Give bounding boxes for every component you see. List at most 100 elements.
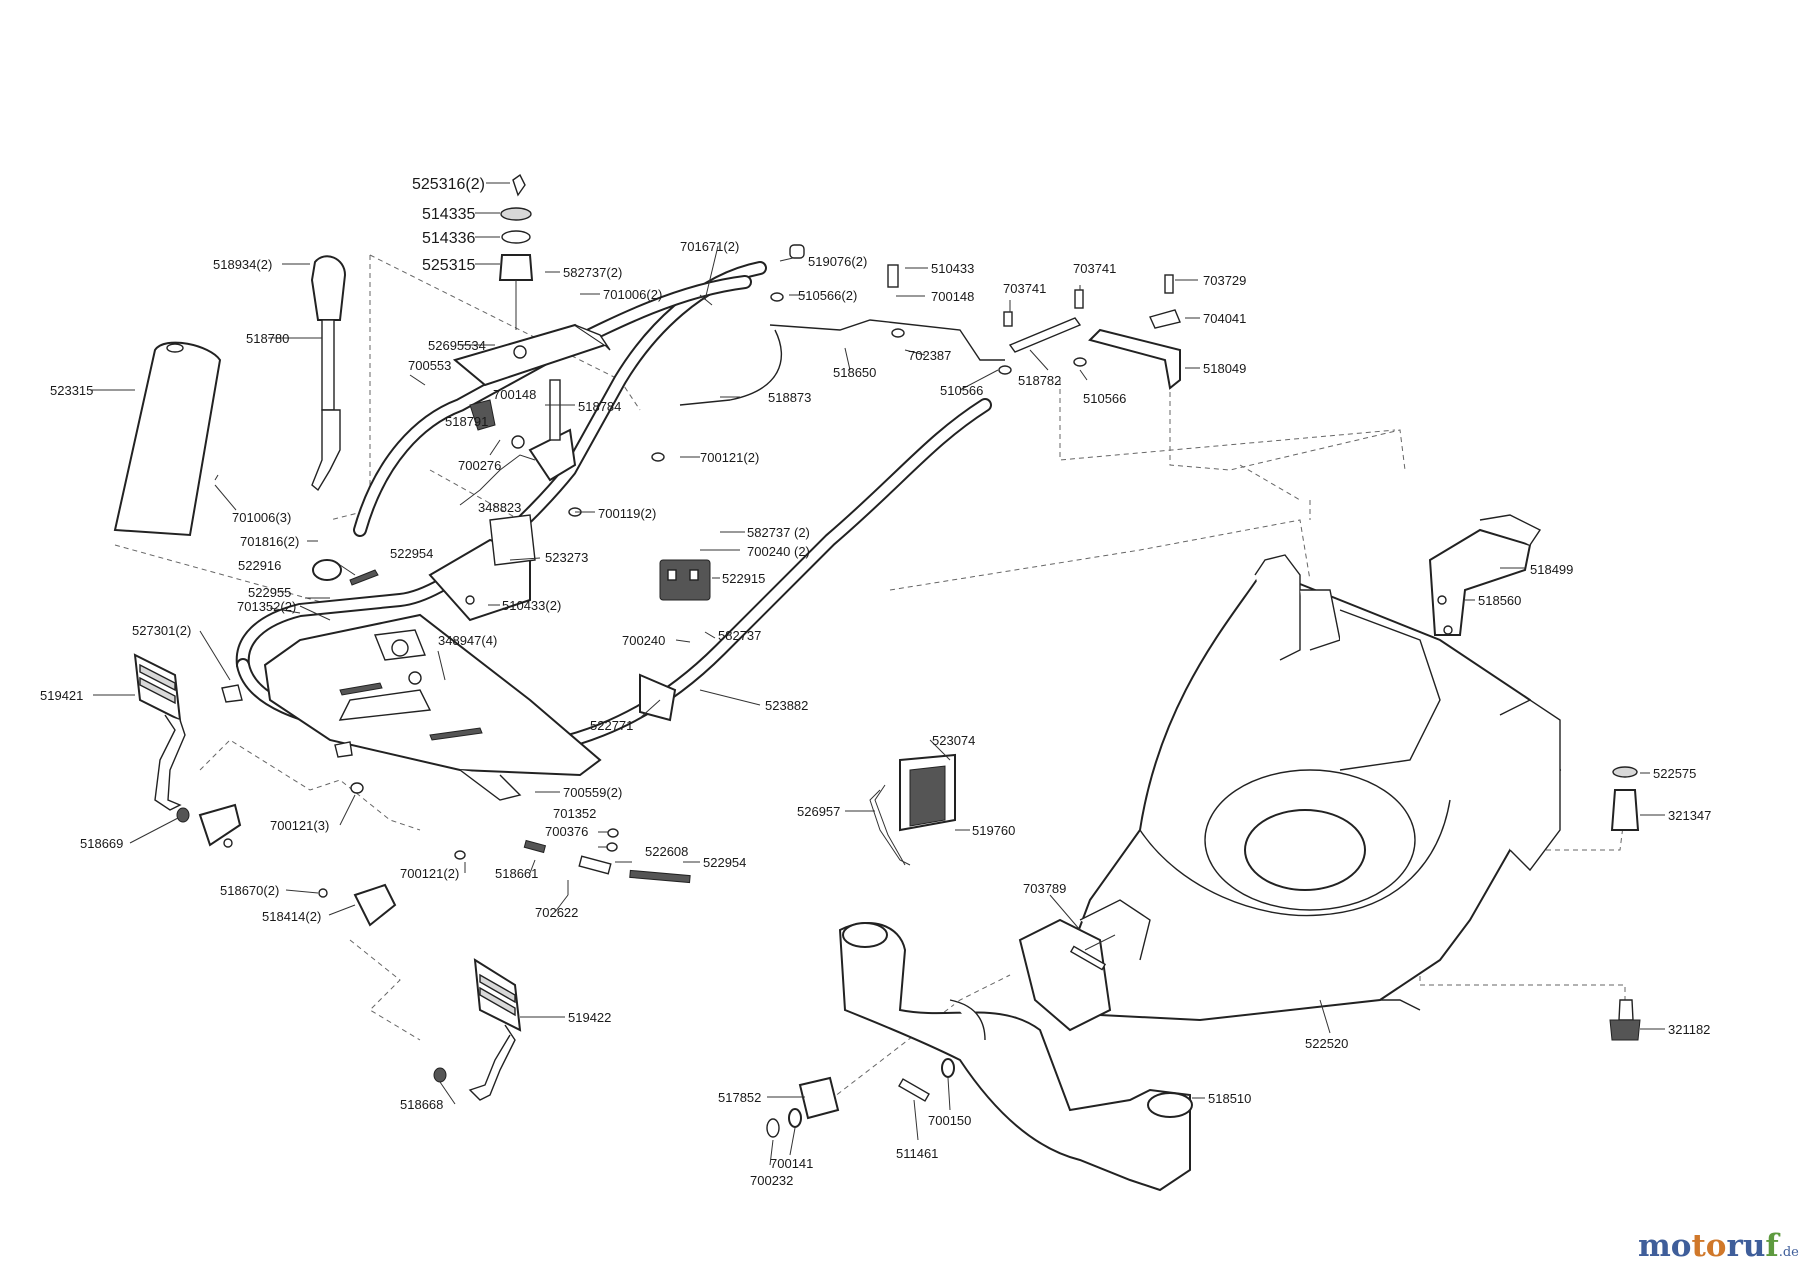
label-510433-2: 510433(2) [502, 598, 561, 613]
part-number-labels: 525316(2) 514335 514336 525315 518934(2)… [40, 176, 1711, 1188]
module-522915 [659, 559, 711, 601]
label-518780: 518780 [246, 331, 289, 346]
label-703741-b: 703741 [1073, 261, 1116, 276]
leader-lines [90, 182, 1665, 1166]
label-700119: 700119(2) [598, 506, 656, 521]
label-518791: 518791 [445, 414, 488, 429]
gear-lever-518780 [310, 255, 347, 492]
label-700232: 700232 [750, 1173, 793, 1188]
label-701816: 701816(2) [240, 534, 299, 549]
label-519076: 519076(2) [808, 254, 867, 269]
springs-pins [350, 782, 691, 895]
label-518499: 518499 [1530, 562, 1573, 577]
label-514336: 514336 [422, 230, 475, 247]
foot-plate [263, 613, 602, 801]
label-510566-b: 510566 [1083, 391, 1126, 406]
label-701671: 701671(2) [680, 239, 739, 254]
brand-logo-part-1: mo [1638, 1228, 1692, 1264]
label-700148-a: 700148 [493, 387, 536, 402]
wheel-bolts [1609, 766, 1641, 1041]
label-522575: 522575 [1653, 766, 1696, 781]
label-518650: 518650 [833, 365, 876, 380]
label-517852: 517852 [718, 1090, 761, 1105]
label-582737-2: 582737(2) [563, 265, 622, 280]
label-518414: 518414(2) [262, 909, 321, 924]
label-701006-2: 701006(2) [603, 287, 662, 302]
brand-logo: motoruf.de [1638, 1228, 1799, 1264]
label-700559: 700559(2) [563, 785, 622, 800]
label-321182: 321182 [1668, 1022, 1710, 1037]
label-704041: 704041 [1203, 311, 1246, 326]
console-bracket-52695534 [452, 323, 611, 506]
label-518784: 518784 [578, 399, 621, 414]
label-522955: 522955 [248, 585, 291, 600]
linkage-rods [568, 244, 1181, 517]
label-526957: 526957 [797, 804, 840, 819]
label-523273: 523273 [545, 550, 588, 565]
label-700121-3: 700121(3) [270, 818, 329, 833]
label-701006-3: 701006(3) [232, 510, 291, 525]
label-700376: 700376 [545, 824, 588, 839]
label-700121-2-a: 700121(2) [700, 450, 759, 465]
bracket-518414 [318, 883, 397, 927]
label-700240-2: 700240 (2) [747, 544, 810, 559]
label-518668: 518668 [400, 1097, 443, 1112]
label-511461: 511461 [896, 1146, 938, 1161]
pedal-519422 [433, 958, 522, 1101]
brand-logo-part-2: to [1691, 1228, 1727, 1264]
label-518873: 518873 [768, 390, 811, 405]
label-510433: 510433 [931, 261, 974, 276]
label-348823: 348823 [478, 500, 521, 515]
bracket-518499 [1428, 514, 1542, 636]
label-700553: 700553 [408, 358, 451, 373]
label-518049: 518049 [1203, 361, 1246, 376]
axle-518510 [838, 921, 1193, 1192]
clip-527301 [221, 684, 353, 758]
label-523074: 523074 [932, 733, 975, 748]
label-519760: 519760 [972, 823, 1015, 838]
label-518670: 518670(2) [220, 883, 279, 898]
label-510566-2: 510566(2) [798, 288, 857, 303]
label-582737: 582737 [718, 628, 761, 643]
label-522771: 522771 [590, 718, 633, 733]
label-522608: 522608 [645, 844, 688, 859]
label-700240: 700240 [622, 633, 665, 648]
label-700141: 700141 [770, 1156, 813, 1171]
label-522520: 522520 [1305, 1036, 1348, 1051]
brand-logo-part-4: f [1765, 1228, 1779, 1264]
label-519422: 519422 [568, 1010, 611, 1025]
brand-logo-tld: .de [1778, 1245, 1799, 1260]
label-525316: 525316(2) [412, 176, 485, 193]
label-522915: 522915 [722, 571, 765, 586]
label-701352-2: 701352(2) [237, 599, 296, 614]
label-700150: 700150 [928, 1113, 971, 1128]
label-527301: 527301(2) [132, 623, 191, 638]
ignition-switch-stack [498, 173, 534, 330]
module-523074 [869, 753, 956, 866]
label-518560: 518560 [1478, 593, 1521, 608]
label-348947: 348947(4) [438, 633, 497, 648]
label-703789: 703789 [1023, 881, 1066, 896]
label-523882: 523882 [765, 698, 808, 713]
label-518669: 518669 [80, 836, 123, 851]
label-522954-b: 522954 [703, 855, 746, 870]
label-52695534: 52695534 [428, 338, 486, 353]
label-525315: 525315 [422, 257, 475, 274]
bracket-522771 [639, 673, 677, 722]
brand-logo-part-3: ru [1726, 1228, 1766, 1264]
label-510566-a: 510566 [940, 383, 983, 398]
label-518782: 518782 [1018, 373, 1061, 388]
label-514335: 514335 [422, 206, 475, 223]
axle-fasteners [766, 945, 1107, 1138]
bracket-523273 [428, 514, 536, 622]
label-321347: 321347 [1668, 808, 1711, 823]
pedal-519421 [133, 653, 242, 848]
cover-523315 [113, 341, 222, 537]
label-518510: 518510 [1208, 1091, 1251, 1106]
label-701352: 701352 [553, 806, 596, 821]
label-518661: 518661 [495, 866, 538, 881]
label-703741-a: 703741 [1003, 281, 1046, 296]
spring-plate-522916 [312, 559, 379, 586]
